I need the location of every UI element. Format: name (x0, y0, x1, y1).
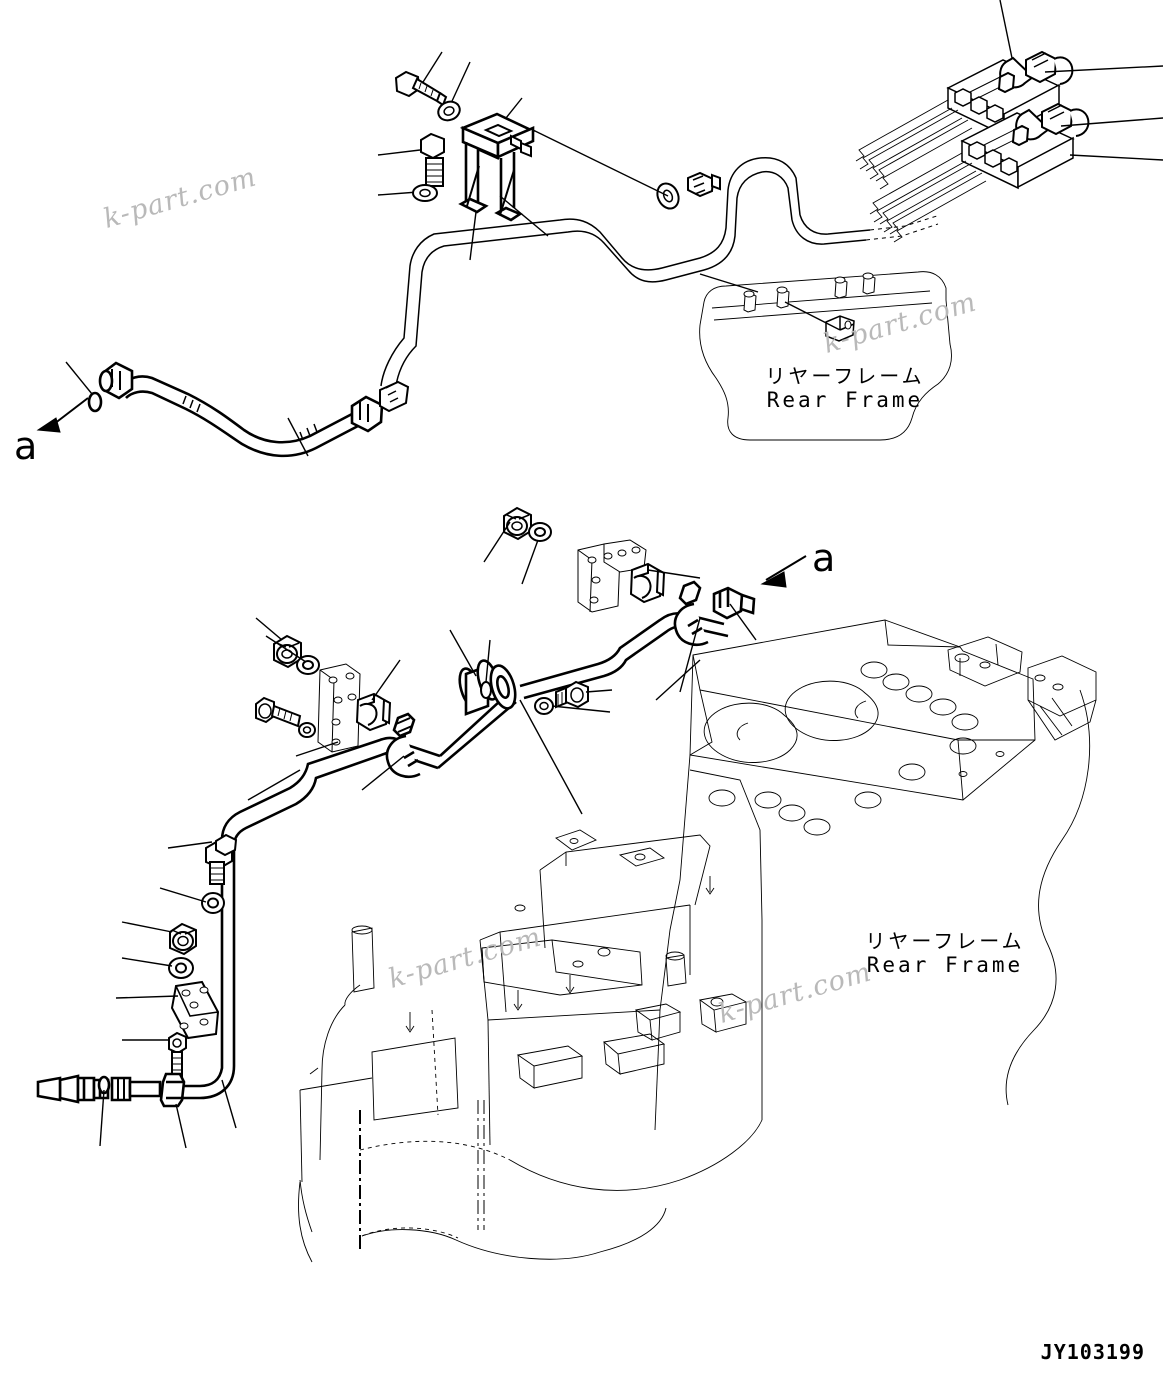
tube-clamp-mid-left (355, 692, 392, 732)
hex-bolt-mid-left (255, 696, 302, 728)
rear-frame-label-upper-en: Rear Frame (766, 388, 924, 412)
frame-studs-upper (743, 272, 876, 313)
tube-fitting-upper (656, 171, 721, 210)
lock-washer-mid-left (296, 655, 320, 675)
hex-nut-left-lower (169, 922, 197, 956)
valve-block-assembly (855, 0, 1163, 243)
hydraulic-tube-upper (380, 156, 871, 393)
clamp-block-upper (825, 315, 855, 342)
bracket-plate-mid-right (577, 539, 647, 613)
rear-frame-label-upper-jp: リヤーフレーム (765, 364, 925, 388)
section-mark-a-right: a (812, 536, 836, 580)
clamp-assembly-mid-left (255, 617, 421, 791)
plain-washer-left (412, 184, 438, 202)
rear-frame-label-lower-jp: リヤーフレーム (865, 929, 1025, 953)
spring-washer-upper (437, 100, 461, 122)
lower-left-hardware (36, 769, 301, 1149)
rear-frame-outline-upper (699, 271, 952, 441)
section-arrow-a-left (36, 397, 89, 433)
upper-bracket-hardware (377, 51, 549, 261)
tube-clamp-installed-left (385, 712, 421, 778)
lock-washer-left-lower (168, 957, 194, 979)
clamp-bracket-left (170, 980, 220, 1040)
section-arrow-a-right (760, 555, 807, 588)
o-ring-mid (480, 681, 492, 699)
section-mark-a-left: a (14, 424, 38, 468)
elbow-fitting-left (205, 833, 238, 885)
rear-frame-assembly-lower (298, 619, 1097, 1263)
lock-washer-mid-right (528, 522, 552, 542)
mounting-bracket-upper (458, 112, 537, 222)
plain-washer-mid (534, 697, 554, 715)
hex-bolt-mid (555, 680, 589, 709)
valve-body-lower (960, 102, 1090, 190)
lower-mid-hardware (449, 629, 613, 815)
bracket-plate-mid-left (317, 663, 361, 753)
hydraulic-hose-left (65, 361, 410, 458)
leader-frame-lower (655, 659, 701, 701)
rear-frame-label-upper: リヤーフレーム Rear Frame (765, 365, 924, 413)
clamp-assembly-mid-right (483, 506, 757, 693)
hex-bolt-left (420, 132, 445, 187)
tube-clamp-mid-right (629, 562, 666, 604)
hex-nut-mid-left (273, 634, 302, 669)
rear-frame-label-lower-en: Rear Frame (866, 953, 1024, 977)
tee-fitting-left (159, 1072, 186, 1108)
drawing-number: JY103199 (1040, 1340, 1145, 1364)
hex-sleeve-mid (489, 664, 517, 710)
hex-nut-small-left (168, 1031, 187, 1055)
hex-nut-mid-right (503, 506, 532, 541)
tube-clamp-installed-right (673, 580, 756, 646)
rear-frame-label-lower: リヤーフレーム Rear Frame (865, 930, 1024, 978)
plain-washer-left-lower (201, 892, 225, 914)
plain-washer-mid-left (298, 722, 316, 738)
valve-tubes (855, 99, 987, 243)
hex-bolt-upper (394, 70, 448, 107)
leader-bracket-tube (532, 129, 669, 197)
